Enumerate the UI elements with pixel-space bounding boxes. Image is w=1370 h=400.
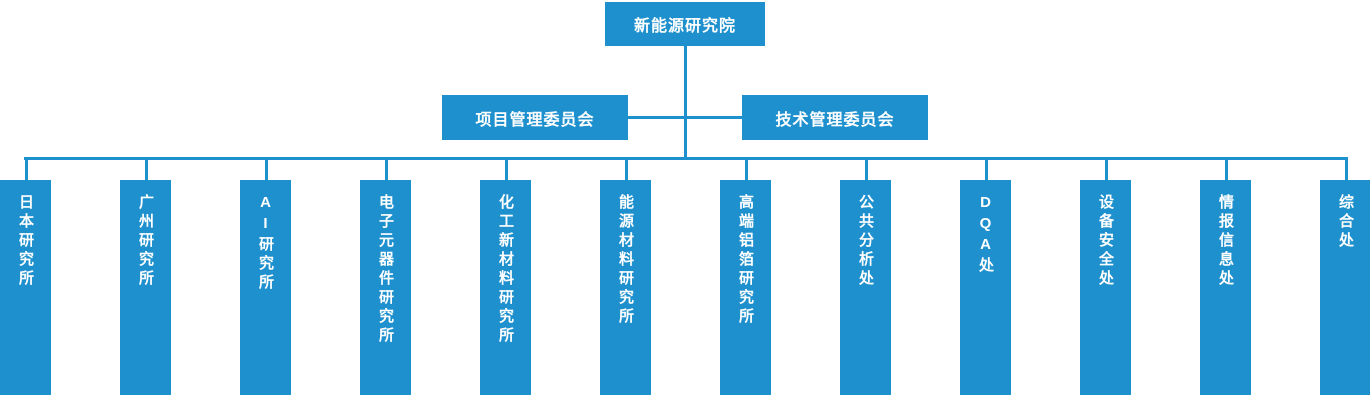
node-department[interactable]: 公共分析处 [840, 180, 891, 395]
connector-department-stub [145, 157, 148, 180]
node-department-label: DQA处 [977, 194, 994, 276]
node-department[interactable]: AI研究所 [240, 180, 291, 395]
node-department-label: 能源材料研究所 [617, 194, 634, 327]
node-department-label: 电子元器件研究所 [377, 194, 394, 346]
connector-department-stub [25, 157, 28, 180]
connector-department-stub [1105, 157, 1108, 180]
node-department-label: 化工新材料研究所 [497, 194, 514, 346]
node-department[interactable]: 设备安全处 [1080, 180, 1131, 395]
node-department[interactable]: 广州研究所 [120, 180, 171, 395]
node-department[interactable]: 化工新材料研究所 [480, 180, 531, 395]
node-committee-label: 项目管理委员会 [475, 111, 595, 129]
connector-department-stub [385, 157, 388, 180]
connector-root-spine [684, 46, 687, 158]
node-department[interactable]: 情报信息处 [1200, 180, 1251, 395]
node-root[interactable]: 新能源研究院 [605, 2, 765, 46]
node-department[interactable]: 能源材料研究所 [600, 180, 651, 395]
connector-spine-to-project-committee [628, 116, 686, 119]
node-committee-technical-management[interactable]: 技术管理委员会 [742, 95, 928, 140]
node-department-label: 综合处 [1337, 194, 1354, 251]
node-department-label: 日本研究所 [17, 194, 34, 289]
node-department-label: AI研究所 [257, 194, 274, 293]
connector-department-stub [745, 157, 748, 180]
node-department-label: 公共分析处 [857, 194, 874, 289]
connector-department-stub [505, 157, 508, 180]
node-department[interactable]: DQA处 [960, 180, 1011, 395]
node-committee-project-management[interactable]: 项目管理委员会 [442, 95, 628, 140]
node-department[interactable]: 高端铝箔研究所 [720, 180, 771, 395]
node-department-label: 设备安全处 [1097, 194, 1114, 289]
node-committee-label: 技术管理委员会 [775, 111, 895, 129]
connector-department-stub [1225, 157, 1228, 180]
connector-distribution-bar [24, 157, 1346, 160]
node-department-label: 广州研究所 [137, 194, 154, 289]
connector-department-stub [625, 157, 628, 180]
node-department[interactable]: 电子元器件研究所 [360, 180, 411, 395]
node-department-label: 高端铝箔研究所 [737, 194, 754, 327]
connector-spine-to-technical-committee [684, 116, 742, 119]
node-department[interactable]: 日本研究所 [0, 180, 51, 395]
node-root-label: 新能源研究院 [633, 18, 736, 35]
node-department[interactable]: 综合处 [1320, 180, 1370, 395]
node-department-label: 情报信息处 [1217, 194, 1234, 289]
connector-department-stub [985, 157, 988, 180]
connector-department-stub [265, 157, 268, 180]
connector-department-stub [865, 157, 868, 180]
connector-department-stub [1345, 157, 1348, 180]
